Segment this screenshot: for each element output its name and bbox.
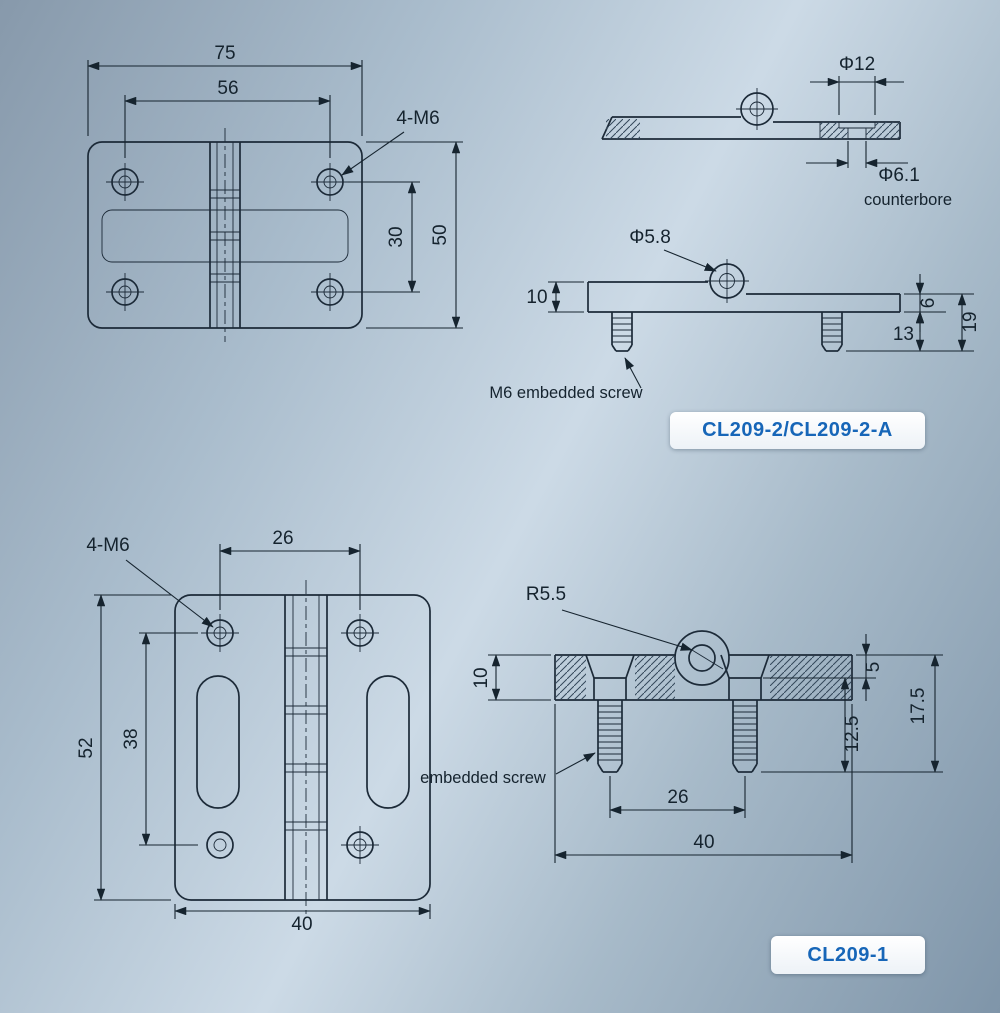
model-badge-cl209-2: CL209-2/CL209-2-A (670, 412, 925, 449)
dim-175-label: 17.5 (908, 688, 929, 725)
cl209-1-front-view: 4-M6 26 52 38 40 (76, 528, 431, 935)
slot-right (366, 675, 410, 809)
slot-left (196, 675, 240, 809)
dim-38-label: 38 (121, 728, 142, 749)
dim-5-label: 5 (863, 662, 884, 673)
cl209-1-section-view: R5.5 10 5 12.5 17.5 26 40 embedded screw (420, 584, 943, 863)
model-badge-cl209-2-label: CL209-2/CL209-2-A (702, 419, 893, 441)
hinge-body-outline (174, 594, 431, 901)
dim-phi58-label: Φ5.8 (629, 227, 671, 248)
counterbore-label: counterbore (864, 191, 952, 209)
dim-75-label: 75 (214, 43, 235, 64)
dim-26-label: 26 (667, 787, 688, 808)
holes-callout-label: 4-M6 (396, 108, 439, 129)
cl209-2-top-view: Φ12 Φ6.1 counterbore (601, 54, 952, 209)
dim-30-label: 30 (386, 226, 407, 247)
embedded-screw (720, 654, 770, 773)
dim-56-label: 56 (217, 78, 238, 99)
screw-hole (201, 614, 239, 652)
screw-hole (311, 273, 349, 311)
cl209-2-front-view: 75 56 4-M6 30 50 (87, 43, 463, 342)
embedded-screw (611, 312, 633, 352)
pivot-boss (674, 630, 730, 686)
dim-13-label: 13 (893, 324, 914, 345)
m6-embedded-screw-label: M6 embedded screw (489, 384, 642, 402)
model-badge-cl209-1-label: CL209-1 (807, 943, 889, 966)
screw-hole (311, 163, 349, 201)
embedded-screw-label: embedded screw (420, 769, 546, 787)
holes-callout-label: 4-M6 (86, 535, 129, 556)
dim-52-label: 52 (76, 737, 97, 758)
screw-hole (106, 163, 144, 201)
dim-19-label: 19 (960, 311, 981, 332)
dim-r55-label: R5.5 (526, 584, 566, 605)
embedded-screw (821, 312, 843, 352)
screw-hole (206, 831, 234, 859)
dim-phi61-label: Φ6.1 (878, 165, 920, 186)
dim-10-label: 10 (526, 287, 547, 308)
screw-hole (341, 614, 379, 652)
embedded-screw (585, 654, 635, 773)
dim-10-label: 10 (471, 667, 492, 688)
dim-phi12-label: Φ12 (839, 54, 875, 75)
cl209-2-side-view: 10 Φ5.8 6 13 19 M6 embedded screw (489, 227, 981, 402)
dim-50-label: 50 (430, 224, 451, 245)
dim-40-label: 40 (693, 832, 714, 853)
screw-hole (106, 273, 144, 311)
model-badge-cl209-1: CL209-1 (771, 936, 925, 974)
dim-6-label: 6 (918, 298, 939, 309)
screw-hole (341, 826, 379, 864)
dim-26-label: 26 (272, 528, 293, 549)
dim-40-label: 40 (291, 914, 312, 935)
